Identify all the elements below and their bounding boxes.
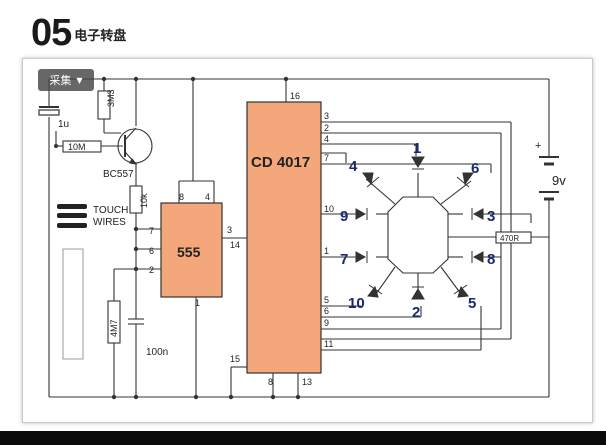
pin-4017-6: 6 xyxy=(324,306,329,316)
pin-4017-1: 1 xyxy=(324,246,329,256)
led-5 xyxy=(453,284,469,298)
pin-4017-10: 10 xyxy=(324,204,334,214)
label-touch-2: WIRES xyxy=(93,217,126,228)
label-res-10m: 10M xyxy=(68,142,86,152)
led-10 xyxy=(367,284,383,298)
led-7 xyxy=(355,251,368,263)
resistor-10k xyxy=(129,185,143,214)
pin-4017-3: 3 xyxy=(324,111,329,121)
pin-4017-16: 16 xyxy=(290,91,300,101)
led-label-4: 4 xyxy=(349,158,358,175)
pin-4017-7: 7 xyxy=(324,153,329,163)
touch-wires xyxy=(57,204,87,360)
pin-555-2: 2 xyxy=(149,265,154,275)
bottom-bar xyxy=(0,431,606,445)
schematic-image: 1u 3M3 10M BC557 10k TOUCH WIRES 4M7 100… xyxy=(22,58,593,423)
collect-label: 采集 xyxy=(49,74,72,87)
label-battery: 9v xyxy=(552,173,566,188)
led-label-9: 9 xyxy=(340,208,348,225)
led-6 xyxy=(456,172,474,188)
capacitor-1u xyxy=(38,106,60,116)
collect-button[interactable]: 采集 ▼ xyxy=(38,69,94,91)
led-8 xyxy=(471,251,484,263)
led-4 xyxy=(362,172,380,188)
pin-555-1: 1 xyxy=(195,298,200,308)
led-9 xyxy=(355,208,368,220)
pin-4017-14: 14 xyxy=(230,240,240,250)
led-label-10: 10 xyxy=(348,295,365,312)
pin-555-4: 4 xyxy=(205,192,210,202)
pin-4017-13: 13 xyxy=(302,377,312,387)
pin-555-8: 8 xyxy=(179,192,184,202)
label-res-3m3: 3M3 xyxy=(106,89,116,107)
chevron-down-icon: ▼ xyxy=(76,75,83,85)
led-label-2: 2 xyxy=(412,304,420,321)
label-res-4m7: 4M7 xyxy=(109,319,119,337)
pin-4017-15: 15 xyxy=(230,354,240,364)
resistor-470r xyxy=(495,231,532,244)
heading-title: 电子转盘 xyxy=(74,29,127,44)
label-res-10k: 10k xyxy=(139,193,149,208)
led-label-8: 8 xyxy=(487,251,495,268)
pin-555-3: 3 xyxy=(227,225,232,235)
pin-4017-5: 5 xyxy=(324,295,329,305)
led-1 xyxy=(411,156,425,170)
pin-555-6: 6 xyxy=(149,246,154,256)
label-transistor: BC557 xyxy=(103,169,134,180)
chip-cd4017 xyxy=(246,101,322,374)
led-3 xyxy=(471,208,484,220)
label-touch-1: TOUCH xyxy=(93,205,128,216)
heading-number: 05 xyxy=(31,12,72,54)
chip-555 xyxy=(160,202,223,298)
chip-4017-label: CD 4017 xyxy=(251,154,310,171)
pin-4017-11: 11 xyxy=(324,339,333,349)
battery-9v xyxy=(539,156,559,201)
pin-4017-4: 4 xyxy=(324,134,329,144)
led-label-6: 6 xyxy=(471,160,479,177)
chip-555-label: 555 xyxy=(177,244,201,260)
led-label-5: 5 xyxy=(468,295,476,312)
label-battery-plus: + xyxy=(535,140,541,152)
led-label-7: 7 xyxy=(340,251,348,268)
label-cap-1u: 1u xyxy=(58,119,69,130)
led-label-1: 1 xyxy=(413,140,421,157)
pin-555-7: 7 xyxy=(149,226,154,236)
transistor-bc557 xyxy=(117,127,153,165)
resistor-3m3 xyxy=(97,90,111,120)
pin-4017-8: 8 xyxy=(268,377,273,387)
led-2 xyxy=(411,286,425,300)
label-cap-100n: 100n xyxy=(146,347,168,358)
resistor-4m7 xyxy=(107,300,121,344)
label-res-470r: 470R xyxy=(500,234,519,243)
resistor-10m xyxy=(62,140,102,153)
circuit-diagram: 1u 3M3 10M BC557 10k TOUCH WIRES 4M7 100… xyxy=(38,76,566,400)
page-heading: 05 电子转盘 xyxy=(31,12,126,52)
pin-4017-9: 9 xyxy=(324,318,329,328)
pin-4017-2: 2 xyxy=(324,123,329,133)
led-label-3: 3 xyxy=(487,208,495,225)
